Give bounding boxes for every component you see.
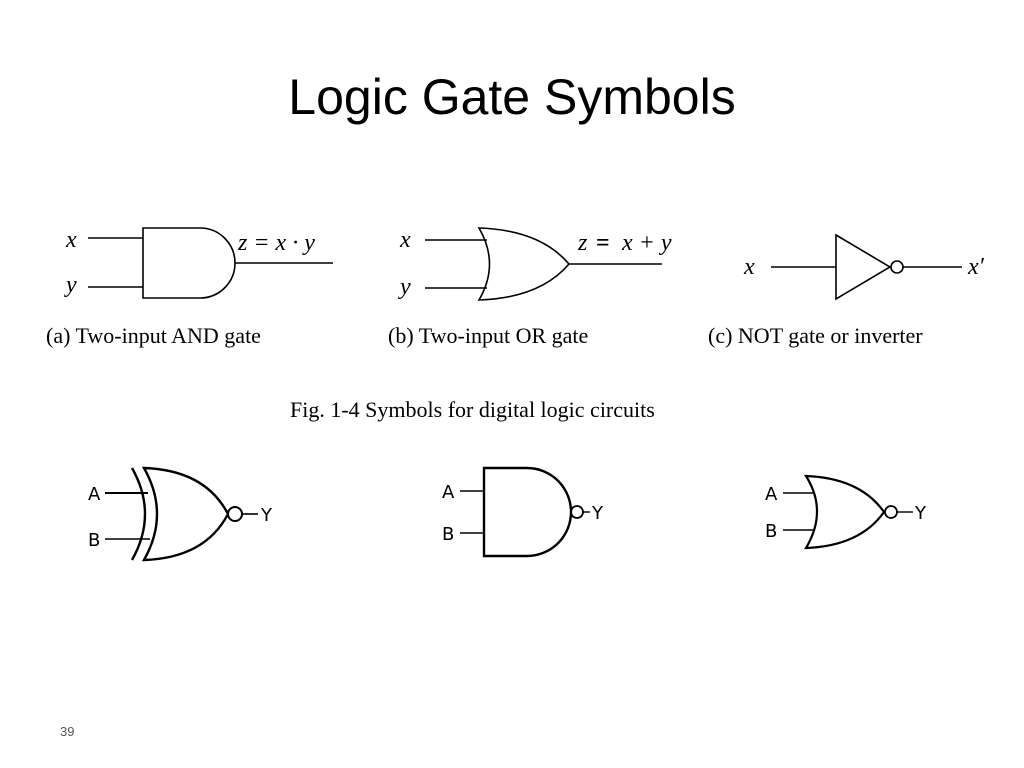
and-gate-body [142,227,236,299]
not-gate-body [835,233,892,301]
nand-input-a-label: A [442,482,455,503]
and-input-x-label: x [65,227,77,253]
xnor-input-a-label: A [88,484,101,505]
nor-input-b-label: B [765,521,777,542]
nand-input-b-label: B [442,524,454,545]
xnor-inversion-bubble [227,506,243,522]
xnor-input-b-label: B [88,530,100,551]
figure-caption: Fig. 1-4 Symbols for digital logic circu… [290,397,655,422]
nand-gate-body [482,466,573,558]
and-input-y-label: y [64,272,77,298]
nor-input-a-label: A [765,484,778,505]
not-gate-caption: (c) NOT gate or inverter [708,323,923,348]
not-output-label: x′ [967,254,985,280]
page-number: 39 [60,724,75,739]
nor-output-label: Y [914,503,927,524]
nor-gate [783,474,913,550]
or-output-z-label: z [577,230,588,256]
xnor-output-label: Y [260,505,273,526]
nor-inversion-bubble [884,505,898,519]
nand-inversion-bubble [570,505,584,519]
and-gate-caption: (a) Two-input AND gate [46,323,261,348]
not-inversion-bubble [890,260,904,274]
and-output-label: z = x · y [237,230,315,256]
or-output-eq-label: = [596,230,610,256]
nand-gate [460,466,590,558]
xnor-extra-curve [130,467,147,561]
slide-title: Logic Gate Symbols [288,69,736,125]
not-input-label: x [743,254,755,280]
xnor-gate [105,466,258,562]
or-input-x-label: x [399,227,411,253]
not-gate [771,233,962,301]
or-gate-caption: (b) Two-input OR gate [388,323,588,348]
or-output-rest-label: x + y [621,230,672,256]
or-gate [425,227,662,301]
nand-output-label: Y [591,503,604,524]
or-gate-body [477,227,571,301]
or-input-y-label: y [398,274,411,300]
and-gate [88,227,333,299]
xnor-gate-body [141,466,230,562]
nor-gate-body [803,474,886,550]
